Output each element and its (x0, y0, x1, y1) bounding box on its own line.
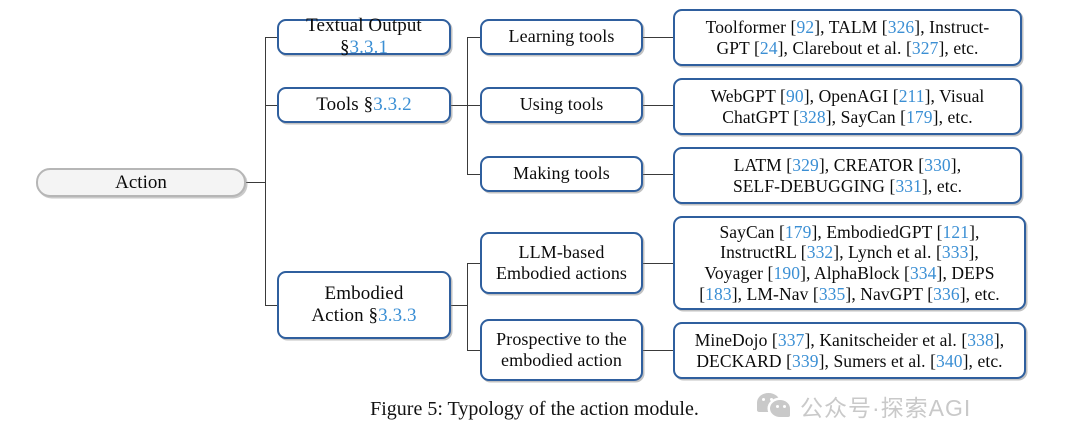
node-learning-tools[interactable]: Learning tools (480, 19, 643, 55)
connector-trunk-embodied (467, 263, 468, 305)
connector-trunk-level2 (265, 37, 266, 183)
node-root-action-label: Action (115, 171, 167, 193)
node-tools[interactable]: Tools §3.3.2 (277, 87, 451, 123)
connector-to-learning-tools (467, 37, 481, 38)
connector-to-making-tools (467, 174, 481, 175)
node-textual-output[interactable]: Textual Output §3.3.1 (277, 15, 451, 58)
connector-trunk-level2-lower (265, 182, 266, 306)
connector-to-embodied-action (265, 305, 278, 306)
node-tools-label: Tools §3.3.2 (316, 93, 412, 115)
connector-learning-to-leaf (643, 37, 674, 38)
node-textual-output-label: Textual Output §3.3.1 (306, 14, 422, 58)
node-learning-tools-label: Learning tools (508, 26, 615, 47)
node-making-tools[interactable]: Making tools (480, 156, 643, 192)
leaf-llm-based-embodied-actions-text: SayCan [179], EmbodiedGPT [121],Instruct… (699, 221, 1000, 304)
leaf-prospective-to-the-embodied-action[interactable]: MineDojo [337], Kanitscheider et al. [33… (673, 322, 1026, 379)
node-using-tools[interactable]: Using tools (480, 87, 643, 123)
leaf-llm-based-embodied-actions[interactable]: SayCan [179], EmbodiedGPT [121],Instruct… (673, 216, 1026, 310)
connector-llm-to-leaf (643, 263, 674, 264)
watermark-text: 公众号·探索AGI (800, 395, 972, 421)
connector-to-using-tools (467, 105, 481, 106)
connector-embodied-stub (450, 305, 468, 306)
connector-to-tools (265, 105, 278, 106)
node-using-tools-label: Using tools (519, 94, 604, 115)
connector-prospective-to-leaf (643, 350, 674, 351)
connector-to-llm-based (467, 263, 481, 264)
connector-trunk-tools (467, 37, 468, 105)
connector-to-textual-output (265, 37, 278, 38)
leaf-prospective-to-the-embodied-action-text: MineDojo [337], Kanitscheider et al. [33… (694, 329, 1005, 371)
connector-using-to-leaf (643, 105, 674, 106)
node-making-tools-label: Making tools (513, 163, 610, 184)
leaf-learning-tools-text: Toolformer [92], TALM [326], Instruct-GP… (705, 16, 990, 58)
connector-trunk-tools-lower (467, 105, 468, 174)
node-root-action[interactable]: Action (36, 168, 246, 197)
connector-trunk-embodied-lower (467, 305, 468, 350)
connector-root-stub (246, 182, 266, 183)
connector-making-to-leaf (643, 174, 674, 175)
watermark: 公众号·探索AGI (757, 389, 971, 423)
leaf-learning-tools[interactable]: Toolformer [92], TALM [326], Instruct-GP… (673, 9, 1022, 66)
wechat-icon (757, 393, 791, 419)
connector-tools-stub (450, 105, 468, 106)
connector-to-prospective (467, 350, 481, 351)
leaf-making-tools[interactable]: LATM [329], CREATOR [330],SELF-DEBUGGING… (673, 147, 1022, 204)
figure-caption: Figure 5: Typology of the action module. (370, 398, 699, 420)
leaf-making-tools-text: LATM [329], CREATOR [330],SELF-DEBUGGING… (732, 154, 963, 196)
